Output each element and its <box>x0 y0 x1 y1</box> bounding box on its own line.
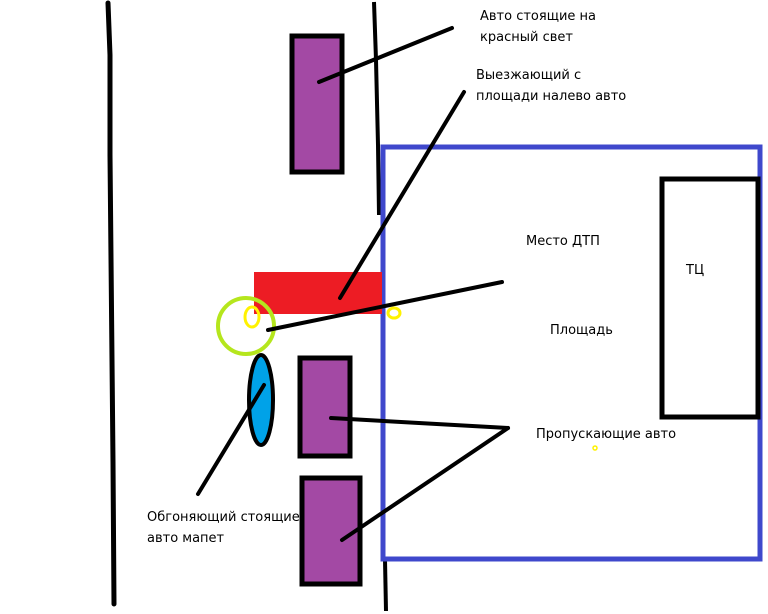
pointer-stopped-cars <box>317 26 454 84</box>
leaving-car <box>254 272 382 314</box>
label-stopped-cars-line1: Авто стоящие на <box>480 9 596 24</box>
road-edge-right-lower <box>383 559 388 612</box>
impact-mark-right <box>386 306 402 320</box>
label-mall: ТЦ <box>686 263 705 278</box>
pointer-leaving-car <box>338 90 466 300</box>
mall-building <box>659 176 761 420</box>
label-overtaking-line2: авто мапет <box>147 531 225 546</box>
road-edge-right <box>372 1 381 216</box>
pointer-overtaking <box>196 383 266 496</box>
label-leaving-car-line1: Выезжающий с <box>476 68 582 83</box>
small-yellow-dot <box>592 445 598 451</box>
label-overtaking-line1: Обгоняющий стоящие <box>147 510 300 525</box>
square-area <box>380 144 763 562</box>
road-edge-left <box>105 0 117 607</box>
label-stopped-cars-line2: красный свет <box>480 30 573 45</box>
stopped-car-top <box>289 33 345 175</box>
yielding-car-2 <box>299 475 363 587</box>
label-accident-place: Место ДТП <box>526 234 600 249</box>
yielding-car-1 <box>297 355 353 459</box>
label-yielding-cars: Пропускающие авто <box>536 427 677 442</box>
label-leaving-car-line2: площади налево авто <box>476 89 627 104</box>
pointer-yielding-2 <box>340 426 510 542</box>
impact-mark-left <box>243 305 261 329</box>
moped <box>247 353 275 447</box>
impact-circle <box>216 296 276 356</box>
pointer-accident <box>266 280 504 332</box>
label-square: Площадь <box>550 323 613 338</box>
pointer-yielding-1 <box>329 416 510 430</box>
